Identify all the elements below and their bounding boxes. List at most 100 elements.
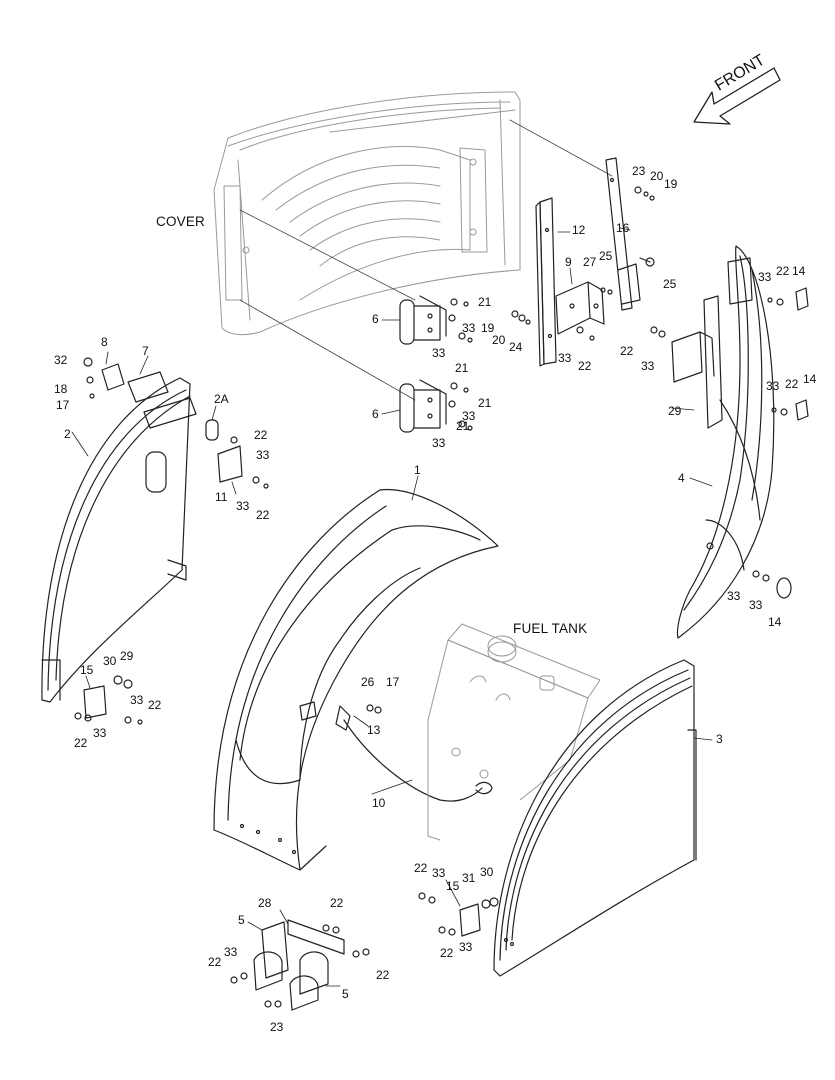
callout: 33 [432, 866, 446, 880]
callout: 33 [462, 321, 476, 335]
callout: 33 [432, 346, 446, 360]
bracket-12 [535, 197, 557, 367]
callout: 33 [641, 359, 655, 373]
callout: 33 [749, 598, 763, 612]
callout: 22 [785, 377, 799, 391]
bracket-15-left [74, 675, 143, 725]
callout: 33 [459, 940, 473, 954]
bracket-16 [605, 157, 641, 311]
callout: 23 [270, 1020, 284, 1034]
callout: 2 [64, 427, 71, 441]
hinge-upper [399, 295, 447, 345]
callout: 21 [455, 361, 469, 375]
callout: 33 [256, 448, 270, 462]
callout: 29 [120, 649, 134, 663]
callout: 21 [478, 396, 492, 410]
callout: 14 [792, 264, 806, 278]
callout: 30 [103, 654, 117, 668]
bracket-28 [671, 331, 715, 383]
callout: 22 [620, 344, 634, 358]
fasteners-9-16 [511, 186, 666, 341]
callout: 22 [376, 968, 390, 982]
callout: 33 [236, 499, 250, 513]
callout: 33 [93, 726, 107, 740]
hinge-lower [399, 379, 447, 433]
callout: 8 [101, 335, 108, 349]
callout: 17 [386, 675, 400, 689]
pin-2A [205, 419, 219, 441]
panel-4 [676, 245, 775, 639]
callout: 20 [492, 333, 506, 347]
callout: 22 [776, 264, 790, 278]
door-panel-3 [493, 659, 697, 977]
callout: 22 [578, 359, 592, 373]
callout: 33 [224, 945, 238, 959]
callout: 4 [678, 471, 685, 485]
fender-1 [213, 488, 499, 871]
callout: 22 [254, 428, 268, 442]
callout: 3 [716, 732, 723, 746]
callout: 22 [440, 946, 454, 960]
callout: 28 [258, 896, 272, 910]
callout: 31 [462, 871, 476, 885]
callout: 27 [583, 255, 597, 269]
callout: 19 [481, 321, 495, 335]
callout: 26 [361, 675, 375, 689]
hinge-bolts [448, 298, 473, 431]
cable-10 [335, 704, 493, 802]
callout: 25 [663, 277, 677, 291]
fuel-tank-label: FUEL TANK [513, 621, 588, 636]
fuel-tank [427, 623, 601, 841]
callout: 23 [632, 164, 646, 178]
callout: 14 [768, 615, 782, 629]
callout: 17 [56, 398, 70, 412]
callout: 5 [342, 987, 349, 1001]
door-panel-2 [41, 377, 191, 703]
cover-label: COVER [156, 214, 206, 229]
callout: 33 [432, 436, 446, 450]
callout: 1 [414, 463, 421, 477]
callout: 6 [372, 312, 379, 326]
callout: 29 [668, 404, 682, 418]
callout: 9 [565, 255, 572, 269]
callout: 30 [480, 865, 494, 879]
callout: 15 [446, 879, 460, 893]
callout: 5 [238, 913, 245, 927]
callout: 22 [148, 698, 162, 712]
cover-part [213, 91, 521, 336]
callout: 22 [256, 508, 270, 522]
latch-7-8 [83, 357, 197, 429]
callout: 18 [54, 382, 68, 396]
callout: 32 [54, 353, 68, 367]
callout: 11 [215, 490, 228, 504]
bracket-9 [555, 281, 605, 335]
callout: 15 [80, 663, 94, 677]
callout: 22 [414, 861, 428, 875]
callout: 33 [130, 693, 144, 707]
callout: 12 [572, 223, 586, 237]
callout: 14 [803, 372, 817, 386]
bracket-15-right [418, 892, 499, 937]
callout: 33 [462, 409, 476, 423]
callout: 21 [478, 295, 492, 309]
bracket-11 [217, 436, 269, 489]
callout: 10 [372, 796, 386, 810]
callout: 22 [74, 736, 88, 750]
callout: 33 [758, 270, 772, 284]
callout: 24 [509, 340, 523, 354]
callout: 22 [208, 955, 222, 969]
brackets-5-27 [230, 919, 370, 1011]
callout: 7 [142, 344, 149, 358]
callout: 2A [214, 392, 229, 406]
callout: 19 [664, 177, 678, 191]
spring-clips-14 [752, 287, 809, 599]
callout: 33 [727, 589, 741, 603]
callout: 33 [558, 351, 572, 365]
callout: 33 [766, 379, 780, 393]
callout: 13 [367, 723, 381, 737]
callout: 21 [456, 419, 470, 433]
front-arrow-icon [693, 67, 781, 125]
callout: 20 [650, 169, 664, 183]
callout: 25 [599, 249, 613, 263]
